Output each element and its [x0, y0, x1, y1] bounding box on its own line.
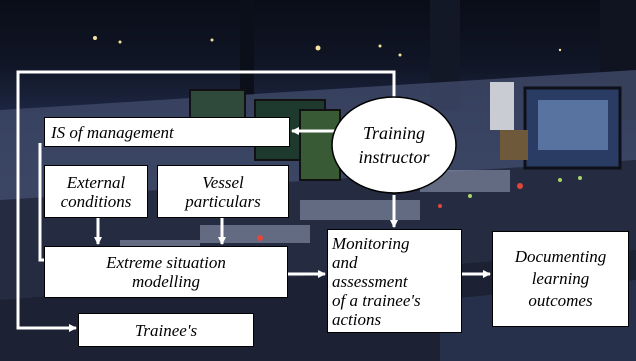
trainees-box: Trainee's [78, 313, 254, 347]
extreme-situation-modelling-box: Extreme situation modelling [44, 246, 288, 298]
vessel-particulars-box: Vessel particulars [157, 165, 289, 218]
is-of-management-box: IS of management [44, 117, 290, 147]
training-instructor-label: Training instructor [358, 123, 430, 167]
monitoring-assessment-box: Monitoring and assessment of a trainee's… [327, 229, 462, 333]
external-conditions-box: External conditions [44, 165, 148, 218]
training-instructor-ellipse [331, 96, 457, 194]
training-instructor-node: Training instructor [330, 95, 458, 195]
documenting-outcomes-box: Documenting learning outcomes [492, 231, 629, 327]
